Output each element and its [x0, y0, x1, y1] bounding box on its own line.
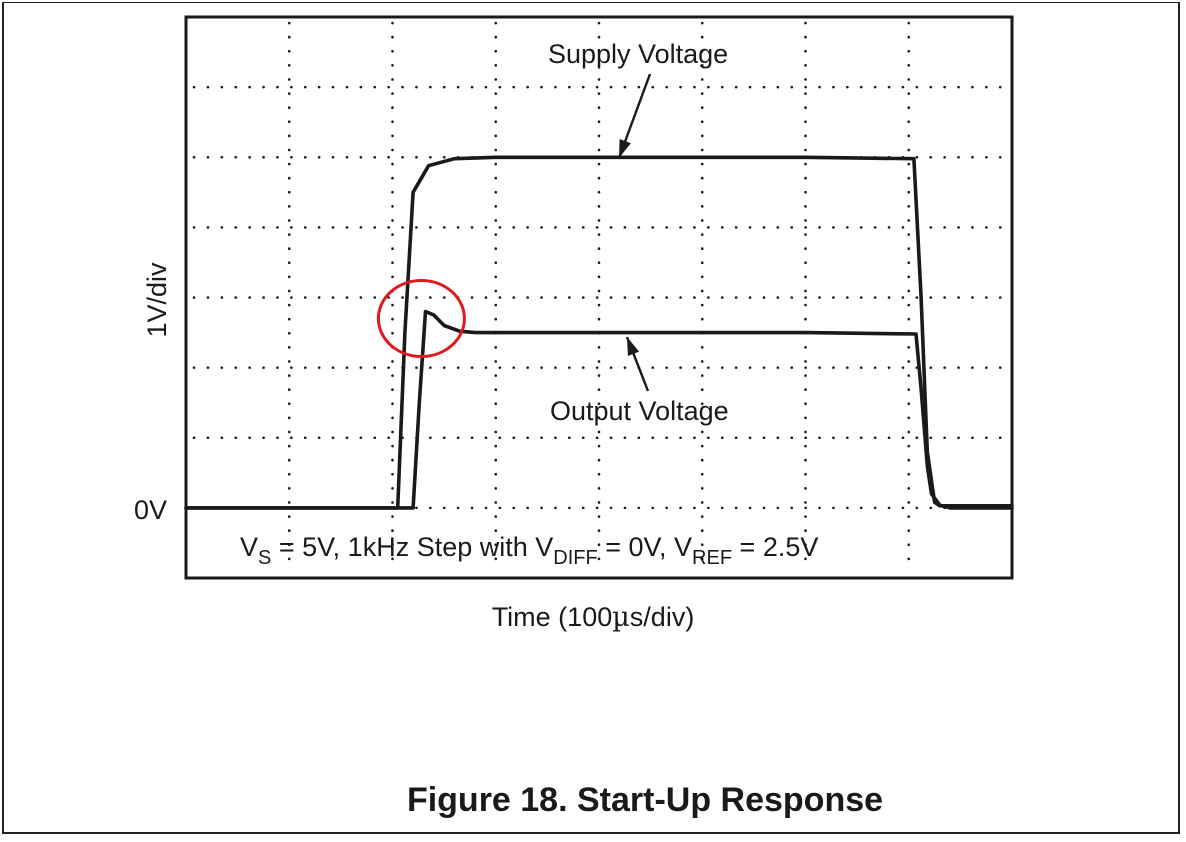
- y-axis-label: 1V/div: [142, 262, 172, 338]
- supply-voltage-arrow: [617, 73, 652, 159]
- supply-arrow-head: [619, 139, 631, 158]
- output-voltage-arrow: [625, 336, 650, 392]
- series-layer: [184, 155, 1014, 510]
- zero-volt-label: 0V: [134, 495, 167, 525]
- condition-ref-sub: REF: [692, 547, 732, 569]
- condition-text-1: = 5V, 1kHz Step with V: [271, 532, 553, 562]
- output-arrow-head: [627, 337, 640, 356]
- condition-vs-sub: S: [258, 547, 271, 569]
- condition-text-3: = 2.5V: [732, 532, 818, 562]
- plot-area-border: [184, 15, 1014, 580]
- condition-vs: V: [240, 532, 258, 562]
- overshoot-highlight-circle: [376, 279, 466, 359]
- figure-caption: Figure 18. Start-Up Response: [406, 781, 884, 819]
- x-axis-label: Time (100µs/div): [492, 602, 695, 633]
- output-voltage-label: Output Voltage: [550, 396, 729, 426]
- supply-voltage-label: Supply Voltage: [548, 39, 728, 69]
- chart-grid: [192, 21, 1006, 574]
- x-axis-label-mu: µ: [612, 602, 630, 633]
- test-condition-label: VS = 5V, 1kHz Step with VDIFF = 0V, VREF…: [240, 532, 818, 569]
- condition-text-2: = 0V, V: [598, 532, 692, 562]
- x-axis-label-prefix: Time (100: [492, 602, 613, 632]
- condition-diff-sub: DIFF: [553, 547, 597, 569]
- x-axis-label-suffix: s/div): [630, 602, 695, 632]
